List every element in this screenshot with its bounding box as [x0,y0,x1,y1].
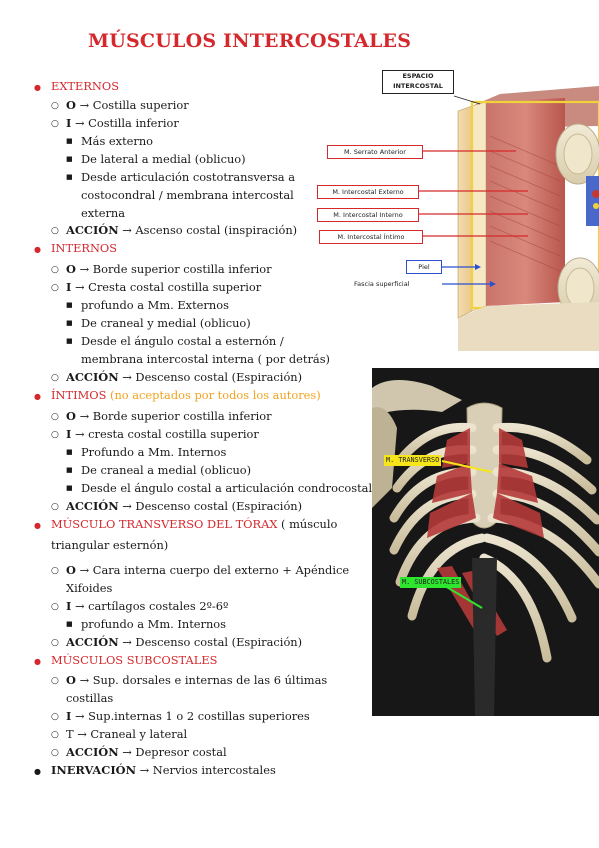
circle-bullet-icon: ○ [51,712,59,722]
bullet-icon: ● [34,657,41,666]
bullet-icon: ● [34,392,41,401]
square-bullet-icon: ■ [66,448,73,456]
page-title: MÚSCULOS INTERCOSTALES [88,30,412,52]
circle-bullet-icon: ○ [51,373,59,383]
intimos-accion: ACCIÓN → Descenso costal (Espiración) [66,499,303,513]
intercostal-intimo-label: M. Intercostal Íntimo [319,230,423,244]
circle-bullet-icon: ○ [51,101,59,111]
intimos-sub1: Profundo a Mm. Internos [81,445,227,459]
subcostales-origen: O → Sup. dorsales e internas de las 6 úl… [66,673,328,687]
externos-sub3-l1: Desde articulación costotransversa a [81,170,295,184]
subcostales-origen-l2: costillas [66,691,114,705]
transverso-sub1: profundo a Mm. Internos [81,617,227,631]
square-bullet-icon: ■ [66,301,73,309]
bullet-icon: ● [34,767,41,776]
subcostales-accion: ACCIÓN → Depresor costal [66,745,227,759]
square-bullet-icon: ■ [66,137,73,145]
thorax-muscles-illustration: M. TRANSVERSO M. SUBCOSTALES [372,368,599,716]
circle-bullet-icon: ○ [51,412,59,422]
intimos-insercion: I → cresta costal costilla superior [66,427,259,441]
heading-externos: EXTERNOS [51,79,120,93]
square-bullet-icon: ■ [66,319,73,327]
intimos-sub2: De craneal a medial (oblicuo) [81,463,252,477]
circle-bullet-icon: ○ [51,430,59,440]
heading-internos: INTERNOS [51,241,118,255]
transverso-origen: O → Cara interna cuerpo del externo + Ap… [66,563,350,577]
externos-sub3-l2: costocondral / membrana intercostal [81,188,294,202]
transverso-accion: ACCIÓN → Descenso costal (Espiración) [66,635,303,649]
intimos-sub3: Desde el ángulo costal a articulación co… [81,481,373,495]
bullet-icon: ● [34,83,41,92]
thorax-drawing [372,368,599,716]
circle-bullet-icon: ○ [51,602,59,612]
internos-sub2: De craneal y medial (oblicuo) [81,316,251,330]
transverso-insercion: I → cartílagos costales 2º-6º [66,599,229,613]
intercostal-interno-label: M. Intercostal Interno [317,208,419,222]
circle-bullet-icon: ○ [51,265,59,275]
circle-bullet-icon: ○ [51,226,59,236]
subcostales-trayecto: T → Craneal y lateral [66,727,188,741]
internos-insercion: I → Cresta costal costilla superior [66,280,262,294]
square-bullet-icon: ■ [66,484,73,492]
circle-bullet-icon: ○ [51,676,59,686]
transverso-origen-l2: Xifoides [66,581,113,595]
circle-bullet-icon: ○ [51,566,59,576]
externos-insercion: I → Costilla inferior [66,116,179,130]
bullet-icon: ● [34,245,41,254]
externos-sub3-l3: externa [81,206,126,220]
internos-sub1: profundo a Mm. Externos [81,298,229,312]
heading-transverso-l2: triangular esternón) [51,538,169,552]
piel-label: Piel [406,260,442,274]
square-bullet-icon: ■ [66,173,73,181]
intercostal-space-drawing [418,86,599,351]
circle-bullet-icon: ○ [51,730,59,740]
intimos-origen: O → Borde superior costilla inferior [66,409,272,423]
bullet-icon: ● [34,521,41,530]
circle-bullet-icon: ○ [51,119,59,129]
intercostal-externo-label: M. Intercostal Externo [317,185,419,199]
square-bullet-icon: ■ [66,337,73,345]
externos-sub1: Más externo [81,134,154,148]
heading-subcostales: MÚSCULOS SUBCOSTALES [51,653,218,667]
internos-origen: O → Borde superior costilla inferior [66,262,272,276]
subcostales-insercion: I → Sup.internas 1 o 2 costillas superio… [66,709,310,723]
serrato-anterior-label: M. Serrato Anterior [327,145,423,159]
transverso-tag: M. TRANSVERSO [384,455,442,466]
fascia-superficial-label: Fascia superficial [354,280,410,288]
square-bullet-icon: ■ [66,466,73,474]
externos-sub2: De lateral a medial (oblicuo) [81,152,246,166]
square-bullet-icon: ■ [66,620,73,628]
circle-bullet-icon: ○ [51,283,59,293]
circle-bullet-icon: ○ [51,502,59,512]
externos-origen: O → Costilla superior [66,98,189,112]
circle-bullet-icon: ○ [51,638,59,648]
heading-transverso: MÚSCULO TRANSVERSO DEL TÓRAX ( músculo [51,517,338,531]
internos-sub3-l2: membrana intercostal interna ( por detrá… [81,352,330,366]
heading-intimos: ÍNTIMOS (no aceptados por todos los auto… [51,388,321,402]
square-bullet-icon: ■ [66,155,73,163]
inervacion: INERVACIÓN → Nervios intercostales [51,763,276,777]
subcostales-tag: M. SUBCOSTALES [400,577,462,588]
externos-accion: ACCIÓN → Ascenso costal (inspiración) [66,223,298,237]
circle-bullet-icon: ○ [51,748,59,758]
internos-sub3-l1: Desde el ángulo costal a esternón / [81,334,284,348]
internos-accion: ACCIÓN → Descenso costal (Espiración) [66,370,303,384]
